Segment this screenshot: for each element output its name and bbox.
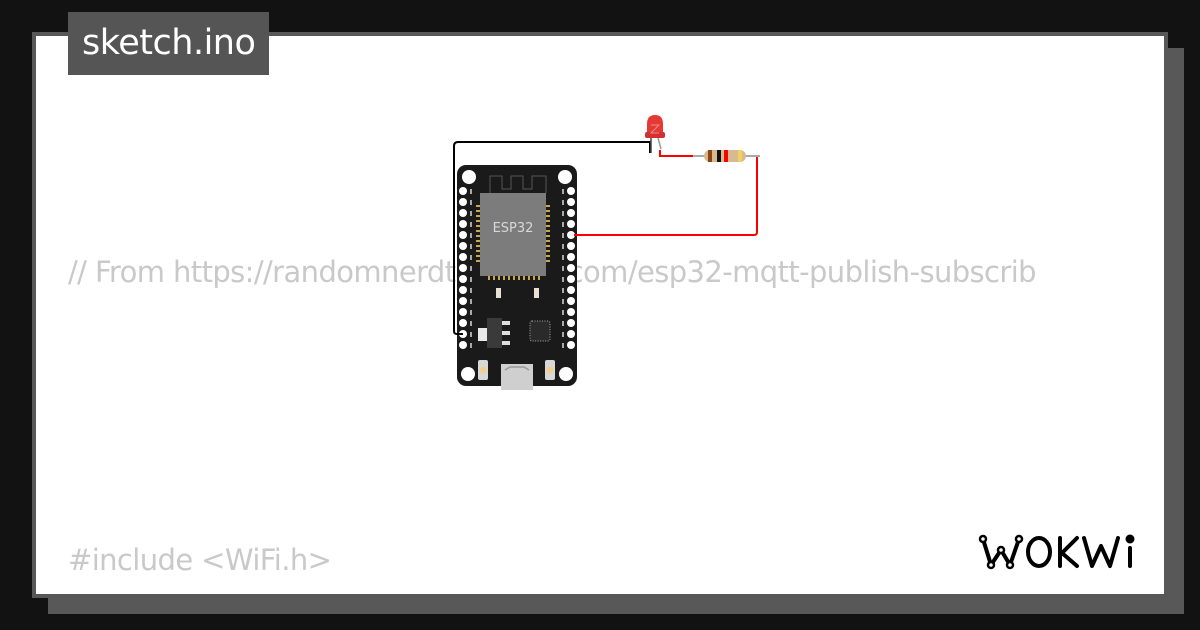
wokwi-logo: WOKWi [978,534,1135,570]
left-pin-header [459,187,467,349]
right-pin-header [567,187,575,349]
code-line [68,392,1036,440]
code-card: // From https://randomnerdtutorials.com/… [32,32,1168,598]
file-name-tab: sketch.ino [68,12,270,75]
wire-gnd-to-led[interactable] [453,141,651,335]
led-red[interactable] [645,115,665,153]
esp32-board[interactable]: ESP32 [457,165,577,390]
esp32-chip-label: ESP32 [493,221,534,236]
resistor[interactable] [693,150,760,162]
code-line: #include <WiFi.h> [68,543,332,577]
wire-led-to-resistor[interactable] [659,150,695,157]
wire-resistor-to-d21[interactable] [574,156,758,236]
code-line: // From https://randomnerdtutorials.com/… [68,255,1037,289]
code-preview: // From https://randomnerdtutorials.com/… [68,152,1037,594]
